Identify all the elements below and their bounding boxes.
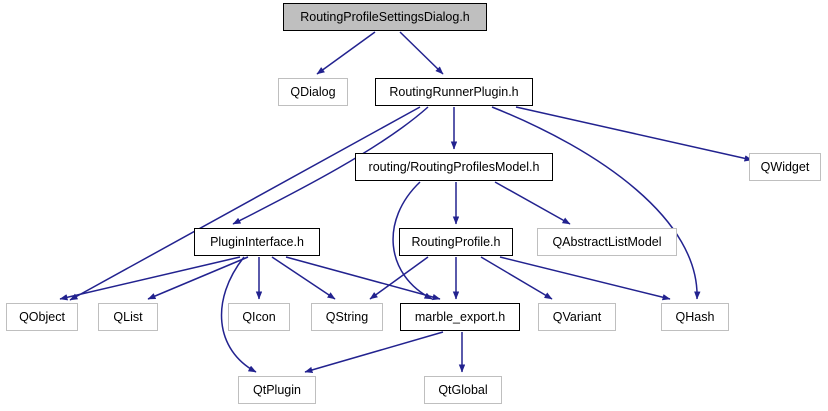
graph-node-label: RoutingProfileSettingsDialog.h (300, 9, 470, 24)
graph-node-qdialog[interactable]: QDialog (278, 78, 348, 106)
graph-node-qalm[interactable]: QAbstractListModel (537, 228, 677, 256)
graph-node-label: RoutingProfile.h (411, 234, 501, 249)
graph-node-marbleexp[interactable]: marble_export.h (400, 303, 520, 331)
graph-node-qtglobal[interactable]: QtGlobal (424, 376, 502, 404)
edge-rrplugin-to-plugif (232, 106, 429, 225)
graph-node-label: QVariant (552, 309, 602, 324)
graph-node-qtplugin[interactable]: QtPlugin (238, 376, 316, 404)
graph-node-qvariant[interactable]: QVariant (538, 303, 616, 331)
edge-rprofile-to-qhash (499, 256, 671, 301)
graph-node-label: QtGlobal (438, 382, 488, 397)
graph-node-qwidget[interactable]: QWidget (749, 153, 821, 181)
graph-node-qobject[interactable]: QObject (6, 303, 78, 331)
edge-root-to-rrplugin (399, 31, 444, 75)
edge-rpmodel-to-marbleexp (392, 181, 433, 300)
edge-rrplugin-to-qobject (69, 106, 421, 301)
graph-node-rprofile[interactable]: RoutingProfile.h (399, 228, 513, 256)
graph-node-label: QtPlugin (253, 382, 301, 397)
edge-root-to-qdialog (316, 31, 376, 75)
graph-node-root[interactable]: RoutingProfileSettingsDialog.h (283, 3, 487, 31)
edge-rpmodel-to-qalm (494, 181, 571, 225)
graph-node-label: QWidget (760, 159, 810, 174)
edge-plugif-to-qtplugin (220, 256, 257, 373)
edge-rprofile-to-qvariant (480, 256, 553, 300)
graph-node-label: QObject (19, 309, 65, 324)
edge-rrplugin-to-qhash (491, 106, 701, 300)
graph-node-label: marble_export.h (414, 309, 506, 324)
graph-node-label: QHash (675, 309, 715, 324)
graph-node-rpmodel[interactable]: routing/RoutingProfilesModel.h (355, 153, 553, 181)
edge-plugif-to-qlist (147, 256, 249, 300)
graph-node-rrplugin[interactable]: RoutingRunnerPlugin.h (375, 78, 533, 106)
graph-node-label: QString (325, 309, 369, 324)
graph-node-label: QList (113, 309, 143, 324)
graph-node-label: QAbstractListModel (552, 234, 662, 249)
edge-rrplugin-to-qwidget (515, 106, 753, 162)
graph-node-qstring[interactable]: QString (311, 303, 383, 331)
graph-node-qicon[interactable]: QIcon (228, 303, 290, 331)
edge-rprofile-to-qstring (369, 256, 429, 300)
graph-node-qhash[interactable]: QHash (661, 303, 729, 331)
graph-node-qlist[interactable]: QList (98, 303, 158, 331)
graph-node-label: routing/RoutingProfilesModel.h (368, 159, 540, 174)
edge-plugif-to-qobject (59, 256, 241, 301)
graph-node-label: QDialog (290, 84, 336, 99)
edge-marbleexp-to-qtplugin (304, 331, 444, 373)
graph-node-label: PluginInterface.h (210, 234, 304, 249)
edge-plugif-to-qstring (271, 256, 336, 300)
edge-plugif-to-marbleexp (285, 256, 441, 301)
graph-node-label: RoutingRunnerPlugin.h (389, 84, 519, 99)
graph-node-label: QIcon (242, 309, 276, 324)
graph-node-plugif[interactable]: PluginInterface.h (194, 228, 320, 256)
